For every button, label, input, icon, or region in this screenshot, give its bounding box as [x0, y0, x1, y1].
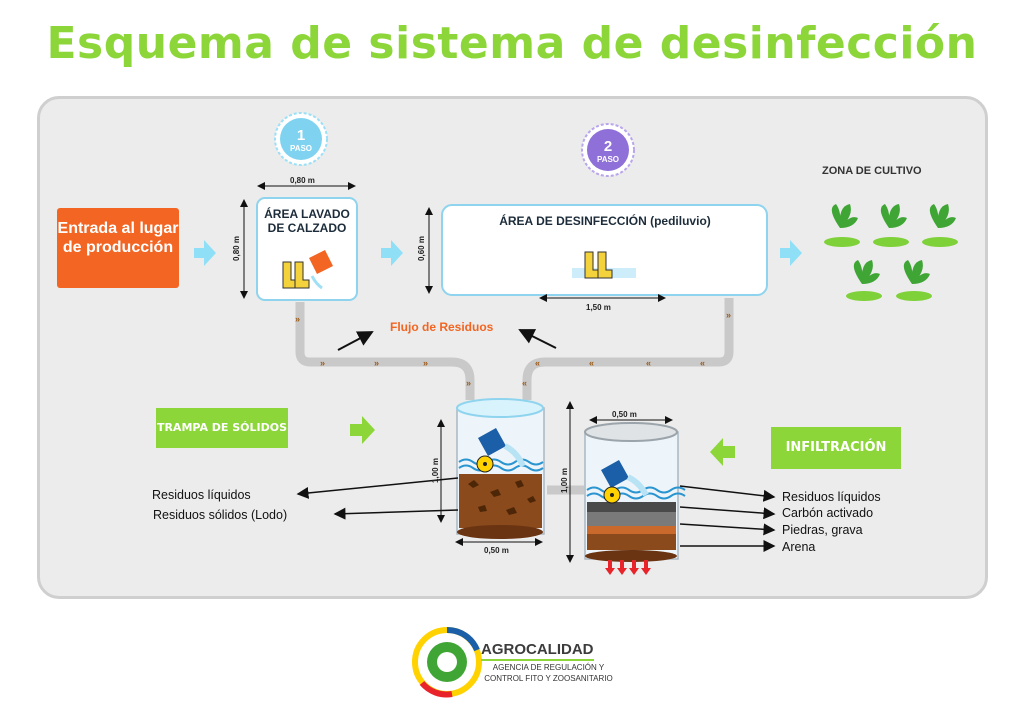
step2-height: 0,60 m — [416, 236, 426, 261]
bucket-icon — [309, 250, 333, 290]
crop-zone-label: ZONA DE CULTIVO — [822, 165, 922, 177]
plant-icon — [922, 204, 958, 247]
svg-text:«: « — [646, 358, 651, 368]
layer-label: Carbón activado — [782, 506, 874, 520]
plant-icon — [896, 260, 932, 301]
flow-arrow-left — [337, 331, 374, 351]
step1-width: 0,80 m — [290, 176, 315, 185]
arrow-left-icon — [710, 438, 735, 466]
step2-badge — [581, 123, 635, 177]
svg-text:«: « — [535, 358, 540, 368]
solids-trap-tag: TRAMPA DE SÓLIDOS — [156, 408, 288, 448]
plant-icon — [846, 260, 882, 301]
page-title: Esquema de sistema de desinfección — [46, 18, 978, 69]
arrow-right-icon — [780, 240, 802, 266]
layer-arrow — [679, 523, 776, 536]
svg-text:«: « — [522, 378, 527, 388]
step1-number: 1 — [296, 127, 306, 144]
trap-output-arrow — [296, 477, 459, 499]
arrow-right-icon — [350, 416, 375, 444]
washing-area-box — [256, 197, 358, 301]
svg-text:»: » — [374, 358, 379, 368]
trap-output-arrow — [333, 507, 459, 520]
infiltration-tank — [584, 422, 686, 562]
plant-icon — [873, 204, 909, 247]
svg-text:«: « — [589, 358, 594, 368]
trap-width: 0,50 m — [484, 546, 509, 555]
svg-text:«: « — [700, 358, 705, 368]
svg-text:»: » — [423, 358, 428, 368]
boot-icon — [572, 251, 636, 279]
svg-text:»: » — [295, 314, 300, 324]
waste-pipe — [295, 298, 734, 495]
step2-label: PASO — [596, 155, 620, 164]
layer-label: Arena — [782, 540, 816, 554]
hazard-icon — [476, 455, 494, 473]
trap-output-solid: Residuos sólidos (Lodo) — [153, 508, 288, 522]
waste-flow-label: Flujo de Residuos — [390, 320, 494, 334]
brand-subtitle: AGENCIA DE REGULACIÓN Y CONTROL FITO Y Z… — [484, 663, 613, 683]
plant-icon — [824, 204, 860, 247]
arrow-right-icon — [381, 240, 403, 266]
entrada-box: Entrada al lugar de producción — [57, 208, 179, 288]
step1-height: 0,80 m — [231, 236, 241, 261]
arrow-right-icon — [194, 240, 216, 266]
boot-icon — [282, 261, 310, 289]
trap-output-liquid: Residuos líquidos — [152, 488, 251, 502]
step1-label: PASO — [289, 144, 313, 153]
layer-label: Piedras, grava — [782, 523, 863, 537]
infiltration-height: 1,00 m — [559, 468, 569, 493]
svg-text:»: » — [320, 358, 325, 368]
pipe-chevrons: » » » » » » « « « « « — [295, 310, 731, 388]
hazard-icon — [603, 486, 621, 504]
solids-trap-tank — [456, 398, 545, 539]
svg-text:»: » — [466, 378, 471, 388]
infiltration-width: 0,50 m — [612, 410, 637, 419]
flow-arrow-right — [518, 329, 557, 349]
trap-height: 1,00 m — [430, 458, 440, 483]
drain-arrows — [605, 560, 651, 575]
layer-arrow — [679, 506, 776, 520]
bucket-icon — [478, 428, 526, 468]
agrocalidad-logo — [412, 626, 482, 698]
layer-arrow — [679, 485, 776, 502]
washing-area-title: ÁREA LAVADO DE CALZADO — [264, 207, 350, 235]
bucket-icon — [601, 460, 649, 497]
brand-name: AGROCALIDAD — [481, 641, 594, 661]
disinfection-area-title: ÁREA DE DESINFECCIÓN (pediluvio) — [499, 214, 711, 228]
layer-label: Residuos líquidos — [782, 490, 881, 504]
step2-number: 2 — [603, 138, 613, 155]
step1-badge — [274, 112, 328, 166]
infiltration-tag: INFILTRACIÓN — [771, 427, 901, 469]
step2-width: 1,50 m — [586, 303, 611, 312]
svg-text:»: » — [726, 310, 731, 320]
